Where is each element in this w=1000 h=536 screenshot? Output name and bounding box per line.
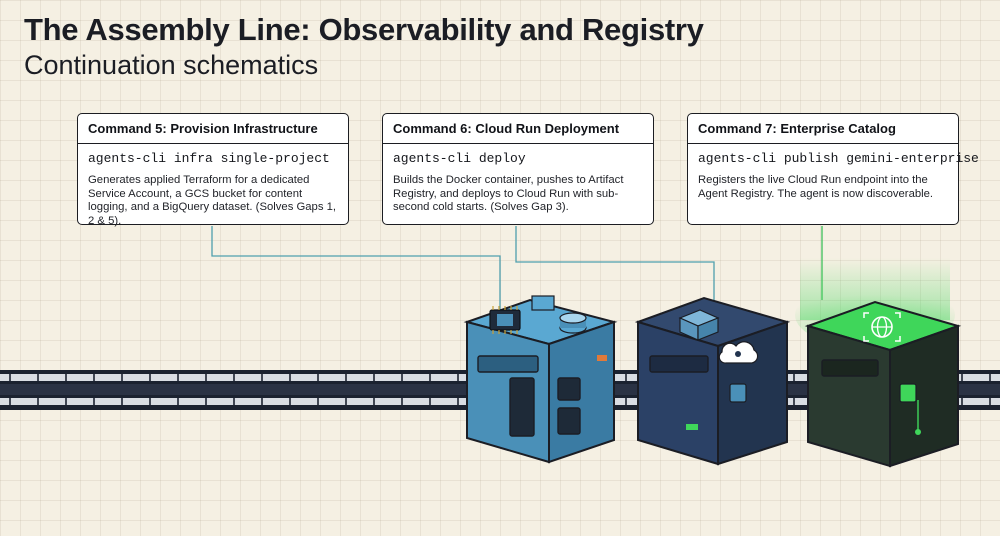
card-title: Command 7: Enterprise Catalog <box>688 114 958 144</box>
page-title: The Assembly Line: Observability and Reg… <box>24 12 704 47</box>
connector-command-6 <box>515 226 715 300</box>
card-command: agents-cli deploy <box>393 151 526 166</box>
connector-command-5 <box>211 226 501 318</box>
card-title: Command 6: Cloud Run Deployment <box>383 114 653 144</box>
card-description: Registers the live Cloud Run endpoint in… <box>698 174 934 200</box>
card-description: Generates applied Terraform for a dedica… <box>88 174 337 227</box>
cloud-icon <box>718 341 759 364</box>
cloud-run-station <box>634 296 791 466</box>
enterprise-catalog-station <box>804 300 962 468</box>
container-icon <box>678 309 720 341</box>
page-subtitle: Continuation schematics <box>24 50 319 80</box>
card-description: Builds the Docker container, pushes to A… <box>393 174 624 214</box>
command-card-5: Command 5: Provision Infrastructure agen… <box>77 113 349 227</box>
command-card-7: Command 7: Enterprise Catalog agents-cli… <box>687 113 979 225</box>
card-command: agents-cli infra single-project <box>88 151 330 166</box>
card-command: agents-cli publish gemini-enterprise <box>698 151 979 166</box>
chip-icon <box>489 306 521 334</box>
infrastructure-station <box>463 295 618 464</box>
command-card-6: Command 6: Cloud Run Deployment agents-c… <box>382 113 654 225</box>
database-icon <box>531 295 587 334</box>
globe-icon <box>863 312 901 342</box>
card-title: Command 5: Provision Infrastructure <box>78 114 348 144</box>
